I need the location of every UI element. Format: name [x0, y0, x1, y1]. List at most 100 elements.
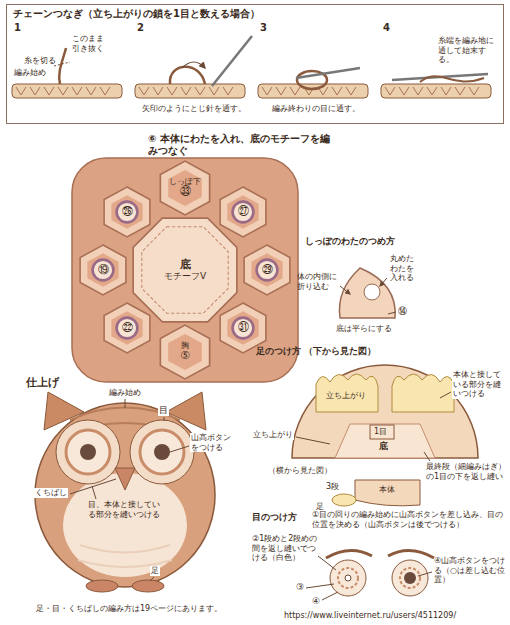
- hexagon-shape: [244, 245, 290, 295]
- node-heading: しっぽ下: [169, 177, 201, 186]
- eye-attach-figure: [392, 560, 428, 596]
- callout-number: ⑭: [398, 306, 407, 317]
- hexagon-shape: [87, 253, 118, 286]
- section-heading: 仕上げ: [26, 376, 59, 389]
- hexagon-shape: [117, 202, 138, 223]
- annotation-label: 足・目・くちばしの編み方は19ページにあります。: [36, 604, 222, 614]
- chain-join-steps: [420, 76, 484, 82]
- node-text: ㉗: [238, 206, 249, 219]
- tail-stuffing-figure: [339, 268, 396, 318]
- annotation-label: このまま引き抜く: [72, 34, 108, 53]
- node-text: ㉛: [238, 322, 249, 335]
- hexagon-shape: [111, 195, 142, 228]
- owl-figure: [150, 577, 154, 581]
- octagon-shape: [133, 218, 237, 322]
- foot-attach-figure: [292, 365, 478, 506]
- annotation-label: 編み始め: [14, 68, 46, 78]
- hexagon-shape: [160, 161, 209, 215]
- hexagon-shape: [251, 253, 282, 286]
- owl-figure: [66, 430, 110, 474]
- callout-number: ④: [312, 596, 320, 607]
- owl-figure: [35, 392, 215, 592]
- tail-stuffing-figure: [388, 312, 396, 314]
- annotation-label: 1目: [374, 427, 387, 437]
- annotation-label: ④山高ボタンをつける（○は差し込む位置）: [434, 556, 506, 585]
- motif-piece: ㉗: [217, 186, 269, 238]
- owl-figure: [115, 468, 135, 490]
- annotation-label: 3段: [326, 482, 339, 492]
- annotation-label: 体の内側に折り込む: [297, 272, 340, 291]
- annotation-label: 矢印のようにとじ針を通す。: [142, 104, 246, 114]
- annotation-label: 糸端を編み地に通して始末する。: [438, 36, 500, 65]
- motif-piece: ㉒: [101, 302, 153, 354]
- motif-piece: しっぽ下㉝: [157, 160, 213, 216]
- node-content: ㉙: [241, 244, 293, 296]
- eye-attach-figure: [400, 568, 420, 588]
- node-heading: 底: [180, 259, 191, 272]
- annotation-label: くちばし: [34, 488, 68, 498]
- chain-join-steps: [258, 84, 368, 98]
- chain-join-steps: [12, 84, 122, 98]
- foot-attach-figure: [335, 424, 435, 458]
- tail-stuffing-figure: [380, 278, 387, 286]
- annotation-label: ①目の回りの編み始めに山高ボタンを差し込み、目の位置を決める（山高ボタンは後でつ…: [312, 510, 504, 529]
- chain-join-steps: [296, 68, 360, 78]
- hexagon-shape: [93, 260, 114, 281]
- owl-figure: [80, 444, 96, 460]
- node-content: ㉗: [217, 186, 269, 238]
- motif-piece: ㉙: [241, 244, 293, 296]
- chain-join-steps: [381, 84, 491, 98]
- hexagon-shape: [104, 303, 150, 353]
- hexagon-shape: [104, 187, 150, 237]
- motif-piece: ㉖: [101, 186, 153, 238]
- tail-stuffing-figure: [340, 286, 350, 294]
- owl-figure: [70, 479, 116, 494]
- node-text: ㉙: [262, 264, 273, 277]
- annotation-label: 最終段（細編みはぎ）の1目の下を返し縫い: [426, 462, 508, 481]
- owl-figure: [140, 430, 184, 474]
- node-heading: 胸: [181, 341, 189, 350]
- eye-attach-figure: [318, 556, 336, 570]
- node-text: ⑲: [98, 264, 109, 277]
- section-heading: ⑥ 本体にわたを入れ、底のモチーフを編みつなぐ: [148, 133, 338, 157]
- node-content: ㉒: [101, 302, 153, 354]
- foot-attach-figure: [296, 437, 330, 444]
- chain-join-steps: [182, 62, 205, 68]
- annotation-label: 立ち上がり: [326, 391, 366, 401]
- owl-figure: [130, 420, 194, 484]
- eye-attach-figure: [322, 592, 338, 600]
- owl-figure: [154, 444, 170, 460]
- node-text: ㉝: [180, 186, 191, 199]
- node-content: 底モチーフV: [131, 216, 239, 324]
- node-text: ㉖: [122, 206, 133, 219]
- eye-attach-figure: [306, 550, 434, 600]
- foot-attach-figure: [424, 452, 430, 461]
- hexagon-shape: [257, 260, 278, 281]
- annotation-label: ②1段めと2段めの間を返し縫いでつける（白色）: [252, 534, 322, 563]
- foot-attach-figure: [440, 392, 451, 398]
- foot-attach-figure: [370, 425, 394, 439]
- hexagon-shape: [168, 170, 202, 206]
- callout-number: 1: [14, 22, 21, 34]
- chain-join-steps: [170, 67, 205, 84]
- annotation-label: 山高ボタンをつける: [190, 433, 236, 452]
- eye-attach-figure: [418, 572, 432, 576]
- section-heading: 目のつけ方: [252, 512, 297, 523]
- owl-figure: [35, 403, 215, 587]
- hexagon-shape: [168, 334, 202, 370]
- eye-attach-figure: [338, 568, 358, 588]
- octagon-shape: [142, 227, 228, 313]
- chain-join-steps: [59, 48, 66, 84]
- owl-figure: [170, 446, 189, 452]
- tail-stuffing-figure: [364, 284, 380, 300]
- annotation-label: 足: [150, 566, 160, 576]
- eye-attach-figure: [345, 575, 351, 581]
- section-heading: 底: [379, 441, 388, 452]
- hexagon-shape: [227, 311, 258, 344]
- foot-attach-figure: [292, 365, 478, 458]
- motif-piece: ⑲: [77, 244, 129, 296]
- node-content: ⑲: [77, 244, 129, 296]
- foot-attach-figure: [316, 374, 378, 412]
- section-heading: 足のつけ方 （下から見た図）: [256, 346, 376, 357]
